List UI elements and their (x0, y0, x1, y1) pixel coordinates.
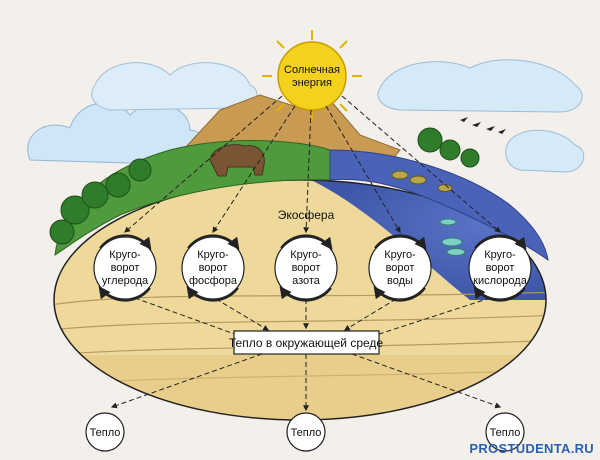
trees-right (417, 127, 480, 168)
trees-left (49, 158, 152, 245)
cycle-water-line1: Круго- (384, 249, 416, 261)
cycle-oxygen-line3: кислорода (473, 275, 528, 287)
heat-output-1: Тепло (85, 412, 125, 452)
cycle-phosphorus-line2: ворот (199, 262, 228, 274)
cycle-nitrogen: Круго- ворот азота (274, 234, 338, 302)
sun: Солнечная энергия (262, 30, 362, 122)
heat-output-3: Тепло (485, 412, 525, 452)
birds (460, 117, 506, 134)
cycle-oxygen-line1: Круго- (484, 249, 516, 261)
cycle-phosphorus-line1: Круго- (197, 249, 229, 261)
cycle-carbon-line3: углерода (102, 275, 149, 287)
cycle-carbon: Круго- ворот углерода (93, 234, 157, 302)
cycle-carbon-line1: Круго- (109, 249, 141, 261)
cycle-oxygen-line2: ворот (486, 262, 515, 274)
cycle-nitrogen-line3: азота (292, 275, 321, 287)
fish (439, 218, 466, 256)
cycle-phosphorus: Круго- ворот фосфора (181, 234, 245, 302)
ecosphere-label: Экосфера (278, 208, 335, 222)
cycle-oxygen: Круго- ворот кислорода (468, 234, 532, 302)
heat-output-lines (110, 353, 502, 412)
heat-output-1-label: Тепло (90, 427, 121, 439)
cycle-nitrogen-line1: Круго- (290, 249, 322, 261)
cycle-carbon-line2: ворот (111, 262, 140, 274)
heat-output-2-label: Тепло (291, 427, 322, 439)
bear-figure (209, 144, 265, 177)
ecosphere-oval (54, 180, 546, 420)
cycle-water: Круго- ворот воды (368, 234, 432, 302)
sun-label-line2: энергия (292, 77, 332, 89)
energy-lines (124, 95, 501, 234)
watermark: PROSTUDENTA.RU (469, 441, 594, 456)
heat-output-3-label: Тепло (490, 427, 521, 439)
heat-output-2: Тепло (286, 412, 326, 452)
cycle-water-line3: воды (387, 275, 413, 287)
cycle-nitrogen-line2: ворот (292, 262, 321, 274)
cycle-to-heat-lines (134, 297, 491, 338)
cloud-right (377, 59, 585, 173)
heat-environment-box: Тепло в окружающей среде (229, 330, 384, 355)
upper-water (329, 149, 549, 262)
heat-environment-label: Тепло в окружающей среде (229, 336, 384, 350)
cycle-phosphorus-line3: фосфора (189, 275, 238, 287)
ducks (391, 170, 453, 192)
cycle-water-line2: ворот (386, 262, 415, 274)
sun-label-line1: Солнечная (284, 64, 340, 76)
cloud-left (27, 62, 258, 166)
